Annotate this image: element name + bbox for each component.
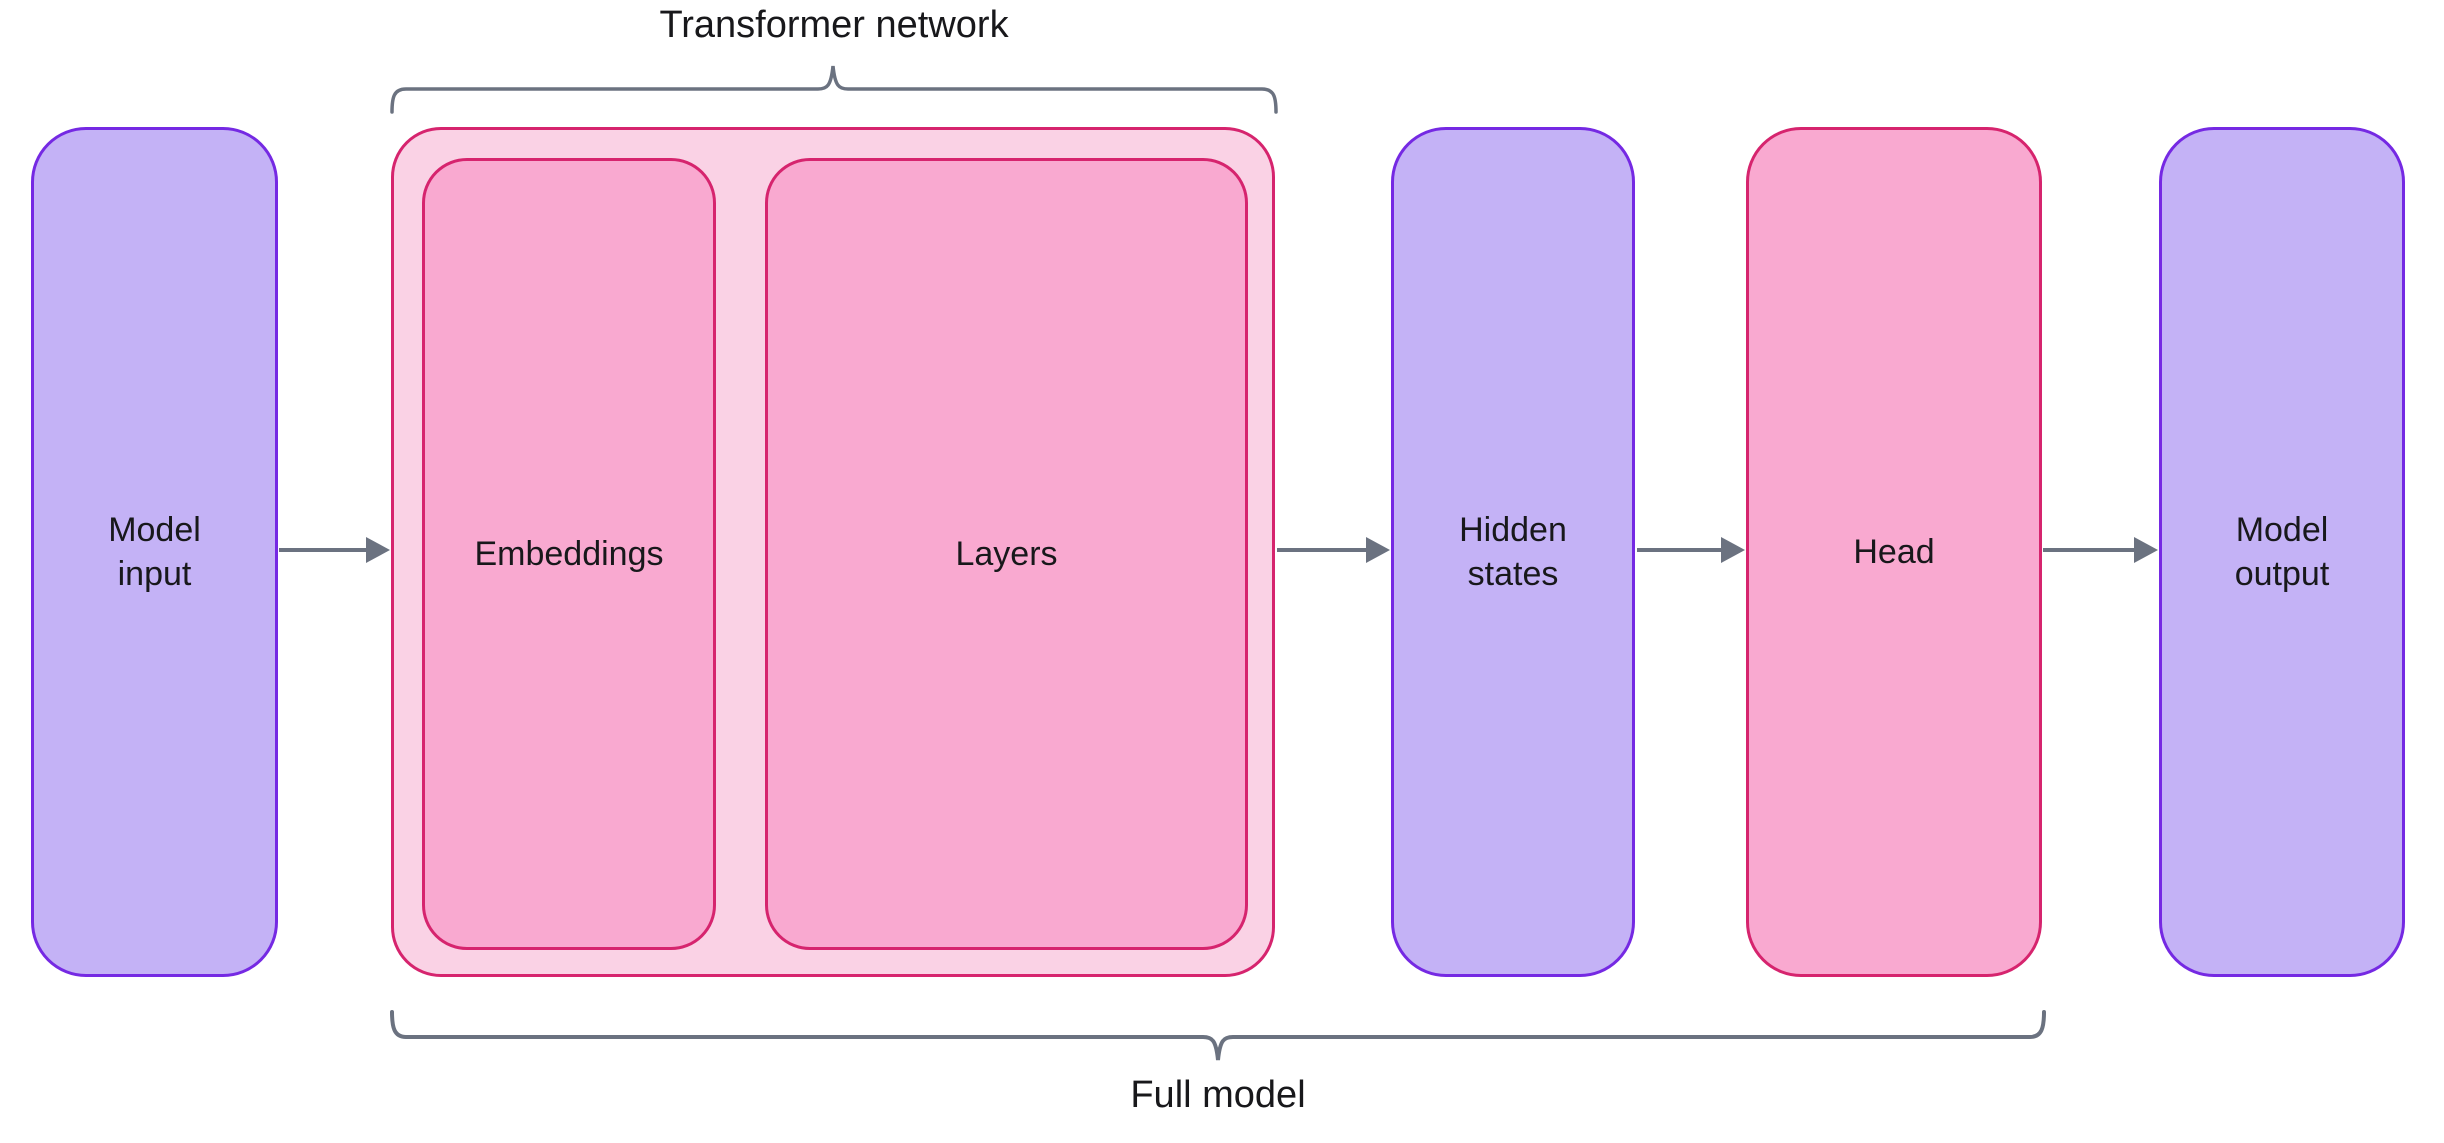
arrow-model-input-to-transformer [279, 537, 390, 563]
node-model-output-label: Model output [2234, 511, 2330, 593]
node-model-output: Model output [2159, 127, 2405, 977]
node-hidden-states: Hidden states [1391, 127, 1635, 977]
arrow-hidden-states-to-head [1637, 537, 1745, 563]
node-embeddings-label: Embeddings [474, 535, 664, 573]
full-model-label: Full model [1130, 1074, 1306, 1116]
brace-transformer-network [390, 65, 1278, 114]
node-model-input: Model input [31, 127, 278, 977]
node-embeddings: Embeddings [422, 158, 716, 950]
node-model-input-label: Model input [108, 511, 201, 593]
arrow-head-to-model-output [2043, 537, 2158, 563]
node-head: Head [1746, 127, 2042, 977]
node-head-label: Head [1853, 533, 1935, 571]
transformer-network-container: Embeddings Layers [391, 127, 1275, 977]
arrow-transformer-to-hidden-states [1277, 537, 1390, 563]
transformer-network-label: Transformer network [659, 4, 1009, 46]
node-hidden-states-label: Hidden states [1459, 511, 1567, 593]
node-layers: Layers [765, 158, 1248, 950]
node-layers-label: Layers [955, 535, 1058, 573]
brace-full-model [390, 1010, 2046, 1061]
